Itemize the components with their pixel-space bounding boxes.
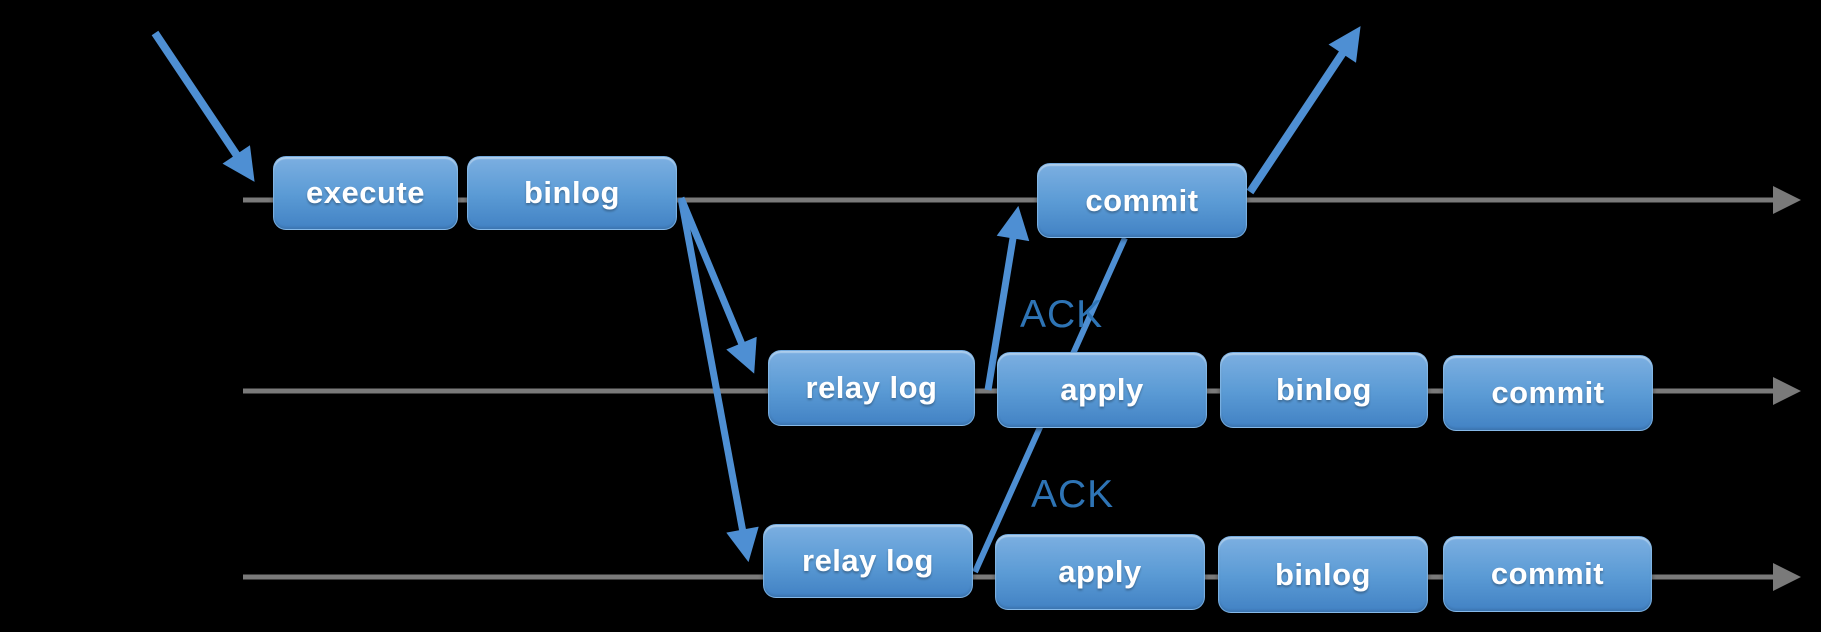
- incoming-request-arrow-icon: [151, 30, 255, 182]
- node-replica2-commit-label: commit: [1490, 556, 1605, 591]
- node-replica1-commit: commit: [1443, 355, 1653, 431]
- commit-return-arrow-icon: [1246, 26, 1361, 195]
- node-replica2-relay-log: relay log: [763, 524, 973, 598]
- binlog-to-relay-log-1-arrow-icon: [677, 196, 757, 374]
- node-replica2-binlog-label: binlog: [1275, 556, 1371, 592]
- node-replica1-commit-label: commit: [1491, 375, 1605, 410]
- ack-label-2: ACK: [1031, 473, 1115, 516]
- node-replica1-binlog-label: binlog: [1276, 372, 1372, 407]
- ack-1-up-arrow-icon: [984, 205, 1030, 391]
- binlog-to-relay-log-2-arrow-icon: [677, 197, 759, 563]
- node-replica1-relay-log-label: relay log: [805, 370, 938, 405]
- node-replica1-apply-label: apply: [1060, 372, 1144, 407]
- node-master-execute-label: execute: [306, 175, 425, 210]
- ack-label-1: ACK: [1020, 293, 1104, 336]
- node-master-binlog: binlog: [467, 156, 677, 230]
- node-replica2-commit: commit: [1443, 536, 1652, 612]
- node-replica1-binlog: binlog: [1220, 352, 1428, 428]
- node-replica1-apply: apply: [997, 352, 1207, 428]
- node-master-execute: execute: [273, 156, 458, 230]
- node-replica2-relay-log-label: relay log: [802, 543, 934, 578]
- node-replica2-binlog: binlog: [1218, 536, 1428, 613]
- node-replica2-apply: apply: [995, 534, 1205, 610]
- node-replica2-apply-label: apply: [1058, 554, 1142, 589]
- node-master-commit-label: commit: [1085, 182, 1199, 218]
- node-master-binlog-label: binlog: [524, 175, 620, 210]
- node-master-commit: commit: [1037, 163, 1247, 238]
- node-replica1-relay-log: relay log: [768, 350, 975, 426]
